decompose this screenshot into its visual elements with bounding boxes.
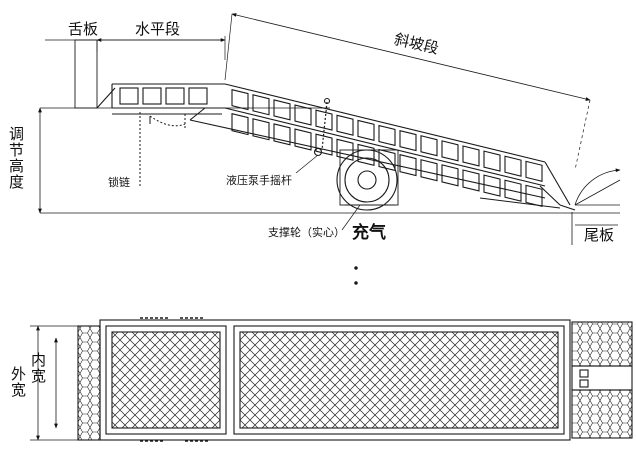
inner-width-label: 内宽 [29, 352, 47, 384]
support-wheel [336, 149, 399, 231]
frame-cell [252, 118, 270, 141]
slope-section-frame [189, 83, 576, 211]
tongue-lip-plate [77, 325, 101, 441]
frame-cell [357, 119, 375, 142]
horizontal-section-frame [111, 83, 225, 115]
frame-cell [294, 104, 312, 126]
frame-cell [525, 160, 543, 182]
outer-width-label: 外宽 [9, 366, 27, 398]
frame-cell [420, 135, 438, 157]
frame-cell [399, 129, 417, 152]
tongue-plate [74, 39, 98, 109]
tail-plate-upper [571, 321, 633, 367]
adjust-height-label: 调节高度 [7, 126, 25, 190]
frame-cell [231, 89, 249, 111]
top-view [30, 317, 633, 442]
lock-chain-label: 锁链 [108, 176, 130, 189]
frame-cell [294, 128, 312, 151]
frame-cell [273, 99, 291, 121]
platform-outline [99, 319, 571, 441]
frame-cell [315, 109, 333, 131]
frame-cell [483, 174, 501, 197]
inflated-label: 充气 [352, 223, 386, 243]
frame-cell [378, 148, 396, 172]
side-view [38, 13, 621, 285]
tail-plate-arc [571, 168, 621, 245]
frame-cell [483, 150, 501, 172]
tongue-plate-label: 舌板 [68, 20, 99, 38]
lock-chain [139, 112, 186, 186]
frame-cell [441, 164, 459, 187]
horizontal-mesh-panel [111, 331, 221, 429]
frame-cell [336, 114, 354, 136]
tail-plate-label: 尾板 [584, 226, 615, 244]
frame-cell [399, 153, 417, 177]
frame-cell [420, 159, 438, 182]
support-wheel-label: 支撑轮（实心） [268, 226, 345, 239]
tail-plate-lower [571, 389, 633, 439]
frame-cell [357, 143, 375, 167]
hydraulic-pump-handle-label: 液压泵手摇杆 [226, 174, 292, 187]
frame-cell [336, 138, 354, 161]
frame-cell [504, 155, 522, 177]
slope-mesh-panel [239, 331, 559, 429]
frame-cell [315, 133, 333, 156]
horizontal-section-label: 水平段 [135, 20, 181, 38]
frame-cell [504, 179, 522, 202]
frame-cell [378, 124, 396, 147]
frame-cell [441, 140, 459, 162]
frame-cell [462, 145, 480, 167]
frame-cell [231, 113, 249, 136]
hydraulic-pump-handle [295, 97, 331, 174]
frame-cell [462, 169, 480, 192]
slope-dimension-line [231, 13, 591, 101]
frame-cell [252, 94, 270, 116]
frame-cell [273, 123, 291, 146]
